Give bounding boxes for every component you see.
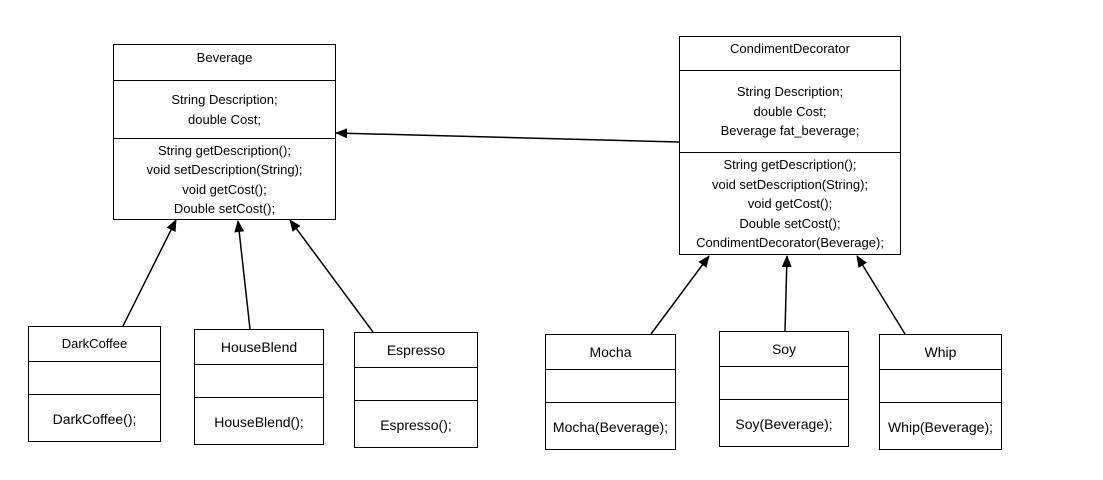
class-soy-methods: Soy(Beverage); [720,399,848,447]
method: void setDescription(String); [711,176,869,192]
class-soy-name: Soy [771,341,797,357]
attribute: double Cost; [753,103,827,119]
class-dark-coffee: DarkCoffee DarkCoffee(); [28,326,161,442]
attribute: double Cost; [188,111,261,127]
arrow-soy-to-decorator [781,255,792,332]
method: Soy(Beverage); [735,415,833,432]
class-whip-methods: Whip(Beverage); [880,402,1001,450]
class-house-blend-name: HouseBlend [220,339,298,355]
class-house-blend: HouseBlend HouseBlend(); [194,329,324,445]
attribute: String Description; [171,92,278,107]
class-condiment-decorator-methods: String getDescription(); void setDescrip… [680,152,900,255]
class-whip: Whip Whip(Beverage); [879,334,1002,450]
arrow-decorator-to-beverage [335,128,680,143]
class-espresso-attributes [355,367,477,400]
method: String getDescription(); [158,142,291,158]
class-soy-attributes [720,366,848,399]
class-espresso: Espresso Espresso(); [354,332,478,448]
method: Double setCost(); [739,215,841,231]
class-condiment-decorator: CondimentDecorator String Description; d… [679,36,901,255]
class-dark-coffee-methods: DarkCoffee(); [29,394,160,442]
class-whip-name: Whip [924,344,957,360]
method: String getDescription(); [723,157,857,173]
method: void setDescription(String); [146,162,303,177]
class-mocha-methods: Mocha(Beverage); [546,402,675,450]
method: HouseBlend(); [214,413,304,430]
method: Double setCost(); [173,201,276,216]
class-beverage: Beverage String Description; double Cost… [113,44,336,220]
method: Mocha(Beverage); [552,418,669,435]
class-mocha-name: Mocha [589,344,632,360]
class-soy: Soy Soy(Beverage); [719,331,849,447]
attribute: String Description; [736,84,844,100]
class-house-blend-methods: HouseBlend(); [195,397,323,445]
class-beverage-attributes: String Description; double Cost; [114,80,335,138]
class-mocha: Mocha Mocha(Beverage); [545,334,676,450]
method: Espresso(); [380,416,452,433]
class-espresso-name: Espresso [386,342,446,358]
method: void getCost(); [182,181,267,197]
class-dark-coffee-attributes [29,361,160,394]
method: DarkCoffee(); [52,410,137,427]
method: CondimentDecorator(Beverage); [696,235,884,251]
class-condiment-decorator-name: CondimentDecorator [730,41,850,56]
method: void getCost(); [747,196,833,212]
class-dark-coffee-name: DarkCoffee [61,336,128,352]
arrow-whip-to-decorator [856,255,906,335]
class-condiment-decorator-attributes: String Description; double Cost; Beverag… [680,70,900,152]
arrow-houseblend-to-beverage [234,220,251,330]
class-mocha-attributes [546,369,675,402]
arrow-espresso-to-beverage [289,219,374,333]
class-whip-attributes [880,369,1001,402]
class-beverage-methods: String getDescription(); void setDescrip… [114,138,335,220]
arrow-mocha-to-decorator [650,255,710,335]
class-house-blend-attributes [195,364,323,397]
class-espresso-methods: Espresso(); [355,400,477,448]
method: Whip(Beverage); [887,418,994,435]
arrow-darkcoffee-to-beverage [122,219,177,327]
class-beverage-name: Beverage [196,50,253,65]
attribute: Beverage fat_beverage; [720,123,860,139]
